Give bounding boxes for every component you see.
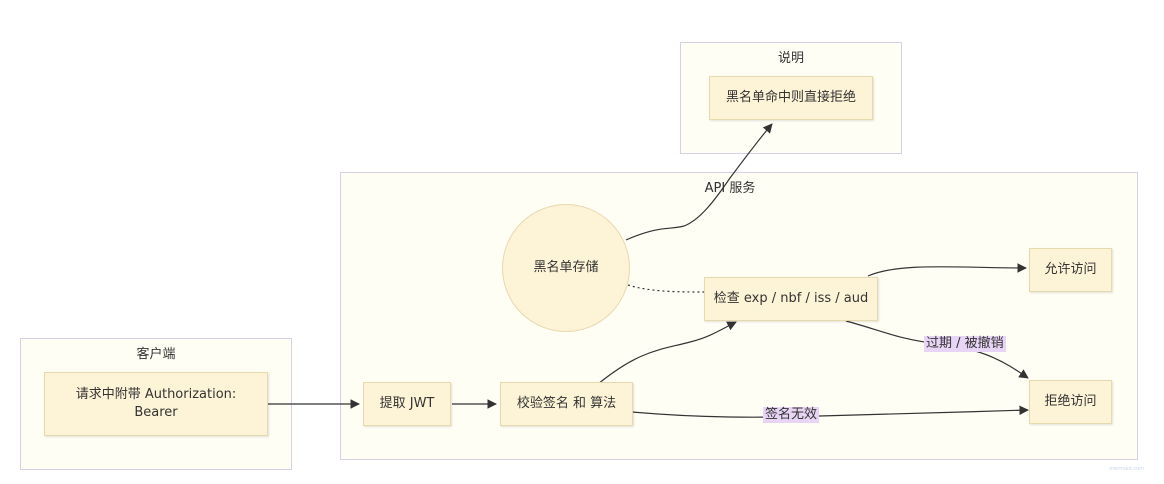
watermark: mermaid.com [1109,466,1144,472]
edge-label-expired-revoked: 过期 / 被撤销 [924,336,1006,352]
edge-label-invalid-signature: 签名无效 [763,407,820,423]
edge-verify-to-reject [631,405,1029,418]
node-reject-access: 拒绝访问 [1029,380,1112,424]
edge-check-to-allow [867,263,1027,277]
node-extract-jwt: 提取 JWT [363,382,451,426]
edge-store-to-note [625,123,773,241]
cluster-client-title: 客户端 [136,347,176,362]
node-check-claims: 检查 exp / nbf / iss / aud [704,277,878,321]
edge-store-to-check-dotted [627,284,705,293]
edge-verify-to-check [597,321,737,385]
node-allow-access: 允许访问 [1029,248,1112,292]
cluster-note-title: 说明 [777,51,804,66]
node-blacklist-store: 黑名单存储 [502,204,630,332]
node-blacklist-reject: 黑名单命中则直接拒绝 [709,76,873,120]
node-verify-signature: 校验签名 和 算法 [500,382,633,426]
node-client-request: 请求中附带 Authorization: Bearer [44,372,268,436]
cluster-api-title: API 服务 [704,181,756,196]
